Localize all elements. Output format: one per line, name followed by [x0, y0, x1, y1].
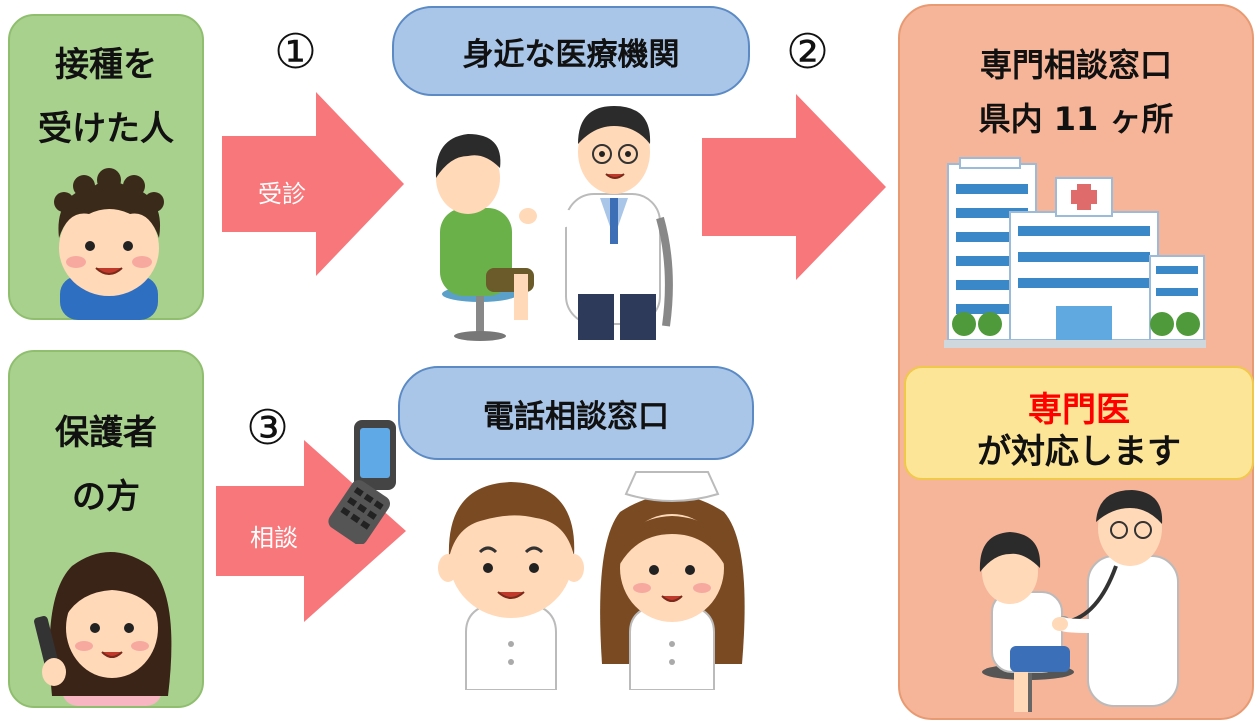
female-nurse-icon	[600, 471, 745, 690]
specialist-consultation-panel: 専門相談窓口 県内 11 ヶ所	[898, 4, 1254, 720]
specialist-window-title: 専門相談窓口	[979, 46, 1172, 84]
vaccinated-person-label-1: 接種を	[55, 45, 157, 85]
boy-icon	[54, 168, 164, 320]
phone-consultation-pill: 電話相談窓口	[398, 366, 754, 460]
vaccinated-person-box: 接種を 受けた人	[8, 14, 204, 320]
step-3-number: ③	[246, 400, 290, 456]
vaccinated-person-label-2: 受けた人	[38, 109, 174, 149]
hospital-building-icon	[944, 157, 1206, 348]
step-1-number: ①	[274, 24, 318, 80]
guardian-box: 保護者 の方	[8, 350, 204, 708]
guardian-label-1: 保護者	[55, 413, 157, 453]
specialist-label: 専門医	[1028, 390, 1130, 430]
specialist-response-box: 専門医 が対応します	[904, 366, 1254, 480]
doctor-with-child-icon	[979, 490, 1179, 712]
guardian-label-2: の方	[72, 477, 140, 517]
arrow-1-icon	[222, 92, 404, 276]
doctor-with-boy-icon	[435, 106, 673, 341]
consult-label-1: 受診	[258, 180, 306, 208]
prefecture-count: 県内 11 ヶ所	[978, 100, 1174, 138]
step-2-number: ②	[786, 24, 830, 80]
mother-phone-icon	[34, 552, 172, 706]
arrow-3-icon	[216, 440, 406, 622]
consult-label-3: 相談	[250, 524, 298, 552]
flip-phone-icon	[328, 420, 396, 544]
responds-label: が対応します	[977, 432, 1181, 472]
local-clinic-pill: 身近な医療機関	[392, 6, 750, 96]
male-nurse-icon	[438, 482, 584, 690]
arrow-2-icon	[702, 94, 886, 280]
